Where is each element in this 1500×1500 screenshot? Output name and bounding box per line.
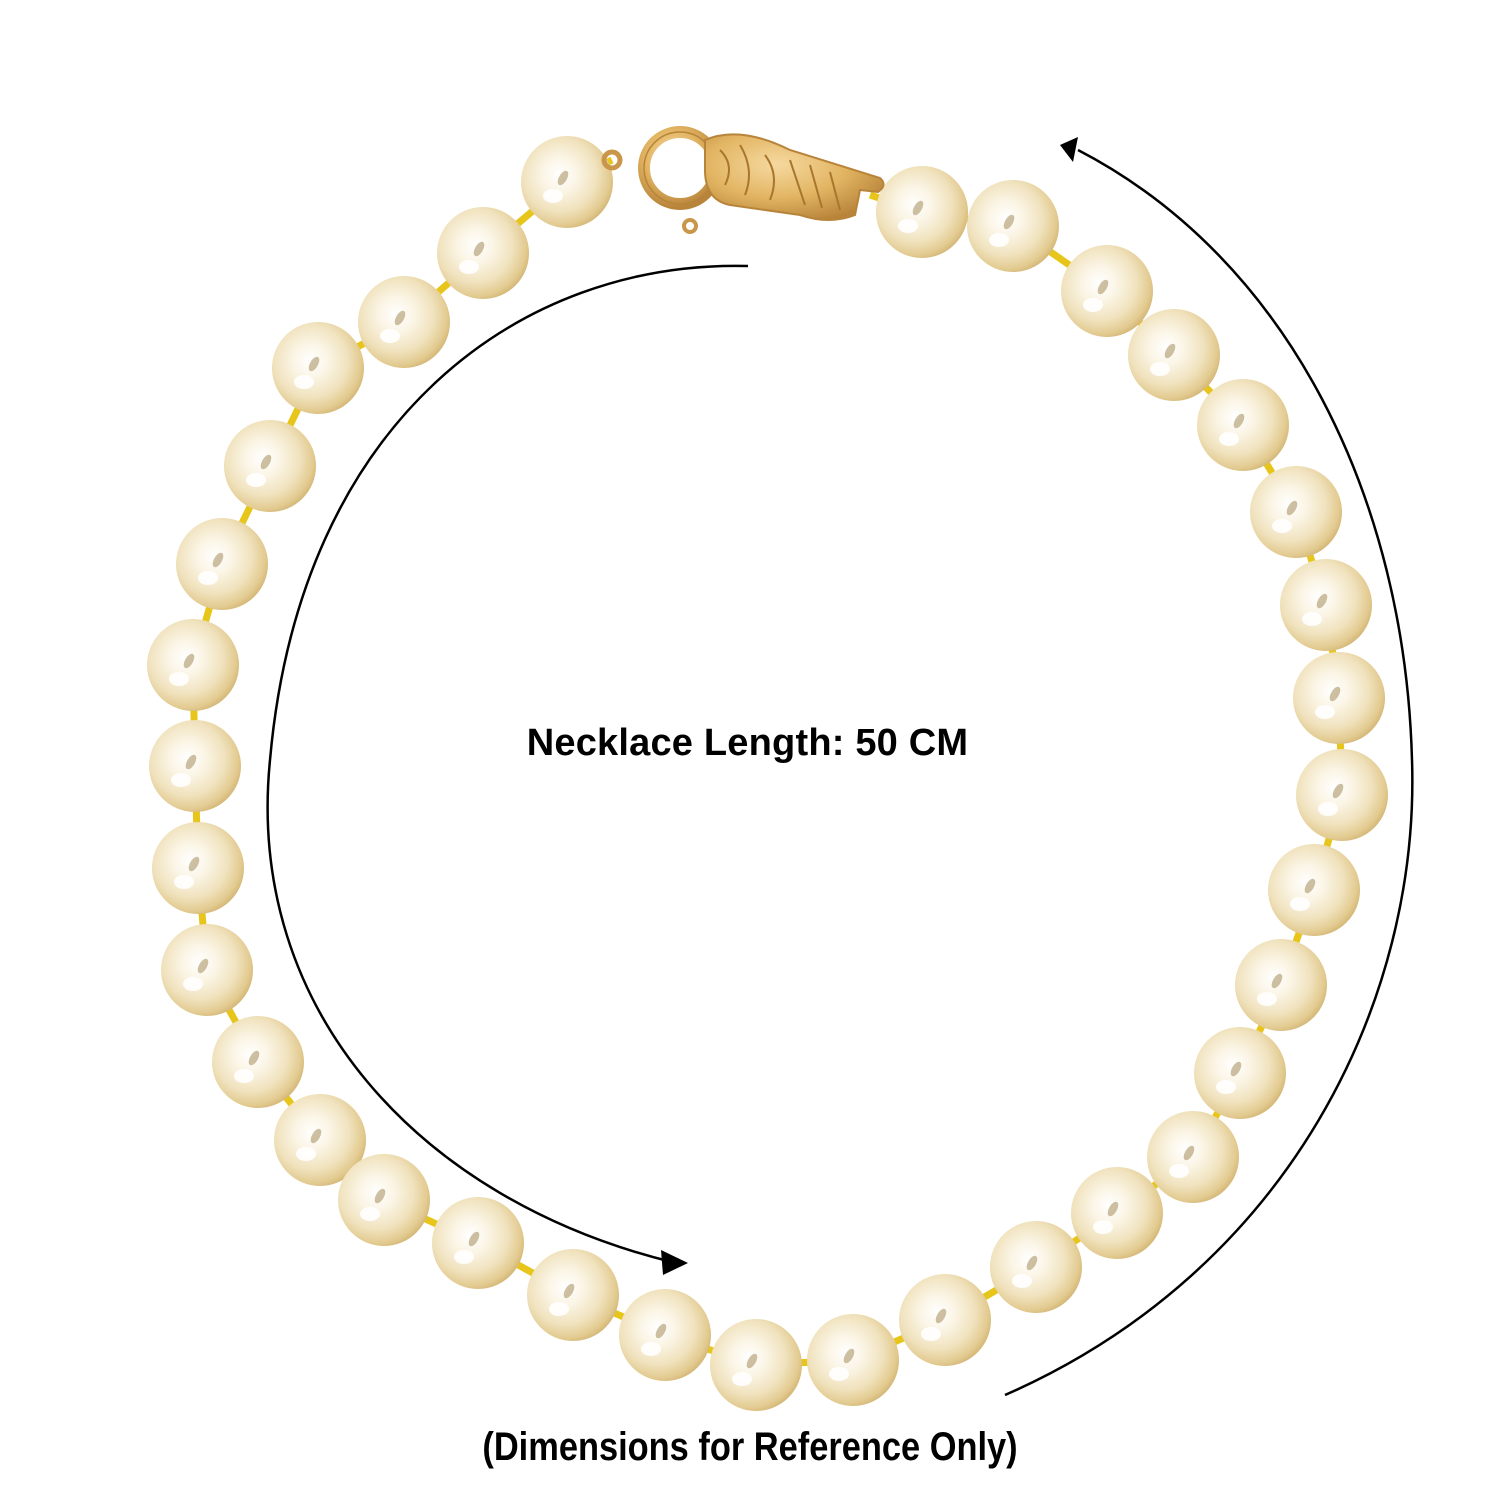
pearl [176,518,268,610]
pearl [1128,309,1220,401]
dimensions-disclaimer: (Dimensions for Reference Only) [482,1425,1018,1469]
clasp-icon [601,126,885,234]
pearl [338,1154,430,1246]
pearl [1071,1167,1163,1259]
arrow-right-curve [1004,148,1414,1397]
pearl [1250,466,1342,558]
arrowhead-down-icon [661,1250,688,1275]
pearl [152,822,244,914]
pearl [1197,379,1289,471]
pearl [1235,939,1327,1031]
pearl [1280,559,1372,651]
pearl [274,1094,366,1186]
pearl [358,276,450,368]
pearl [147,619,239,711]
pearl [1268,844,1360,936]
pearl [149,720,241,812]
pearl [899,1274,991,1366]
pearls [147,136,1388,1411]
necklace-length-label: Necklace Length: 50 CM [526,722,969,764]
arrow-left-curve [266,264,749,1264]
pearl [212,1016,304,1108]
arrowhead-up-icon [1060,137,1078,162]
pearl [1293,652,1385,744]
pearl [1061,245,1153,337]
pearl [1296,749,1388,841]
pearl [1147,1111,1239,1203]
pearl [527,1249,619,1341]
pearl [967,180,1059,272]
pearl [990,1221,1082,1313]
pearl [807,1314,899,1406]
pearl [161,924,253,1016]
pearl [710,1319,802,1411]
pearl [432,1197,524,1289]
pearl [224,420,316,512]
pearl [521,136,613,228]
pearl [619,1289,711,1381]
pearl [272,322,364,414]
pearl [437,207,529,299]
pearl [876,166,968,258]
pearl [1194,1027,1286,1119]
